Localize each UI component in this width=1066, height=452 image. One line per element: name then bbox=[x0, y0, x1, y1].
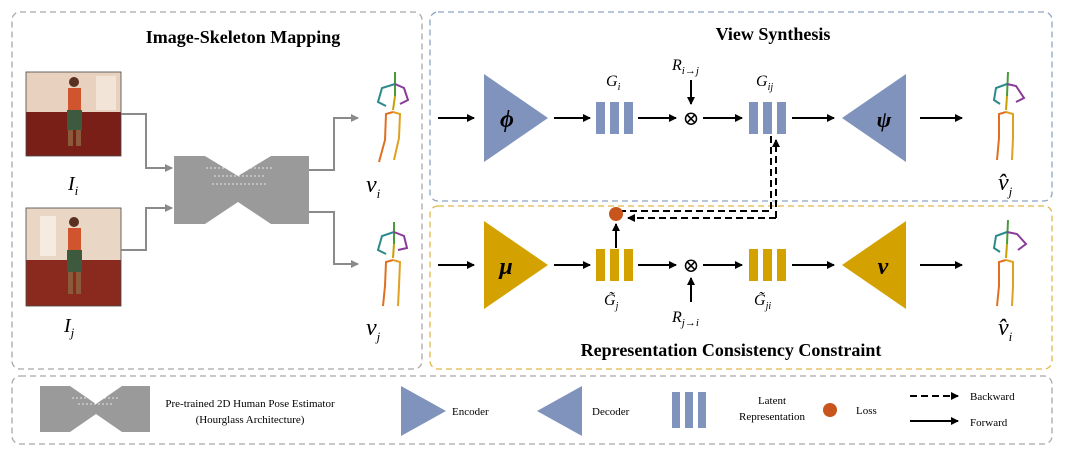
legend-latent-icon bbox=[672, 392, 706, 428]
skeleton-v-i bbox=[376, 72, 410, 163]
legend-decoder-label: Decoder bbox=[592, 406, 630, 418]
legend-decoder-icon bbox=[537, 386, 582, 436]
legend-latent-line2: Representation bbox=[739, 411, 805, 423]
label-v-i: vi bbox=[366, 172, 381, 201]
legend-encoder-label: Encoder bbox=[452, 406, 489, 418]
encoder-phi bbox=[484, 74, 548, 162]
label-g-tilde-ji: G̃ji bbox=[754, 291, 771, 312]
legend-encoder-icon bbox=[401, 386, 446, 436]
skeleton-v-j bbox=[376, 222, 409, 307]
label-vhat-j: v̂j bbox=[998, 170, 1013, 199]
legend-latent-line1: Latent bbox=[758, 395, 786, 407]
label-vhat-i: v̂i bbox=[998, 315, 1013, 344]
loss-dot bbox=[609, 207, 623, 221]
decoder-nu bbox=[842, 221, 906, 309]
mapping-title: Image-Skeleton Mapping bbox=[146, 27, 341, 47]
legend-forward-label: Forward bbox=[970, 417, 1008, 429]
legend-hourglass-line1: Pre-trained 2D Human Pose Estimator bbox=[165, 398, 335, 410]
skeleton-vhat-j bbox=[992, 71, 1026, 161]
label-image-j: Ij bbox=[63, 315, 75, 340]
arrow-hourglass-to-vj bbox=[309, 211, 359, 268]
label-v-j: vj bbox=[366, 315, 381, 344]
legend-backward-label: Backward bbox=[970, 391, 1015, 403]
arrow-img-j-to-hourglass bbox=[121, 204, 173, 251]
arrow-hourglass-to-vi bbox=[309, 114, 359, 171]
arrow-img-i-to-hourglass bbox=[121, 113, 173, 172]
encoder-mu-symbol: μ bbox=[497, 254, 512, 280]
latent-g-tilde-j bbox=[596, 249, 633, 281]
panel-legend bbox=[11, 375, 1053, 445]
legend-loss-icon bbox=[823, 403, 837, 417]
encoder-phi-symbol: ϕ bbox=[500, 107, 514, 133]
decoder-psi bbox=[842, 74, 906, 162]
op-vs: ⊗ bbox=[683, 108, 700, 130]
label-r-ij: Ri→j bbox=[671, 57, 699, 77]
legend-hourglass-line2: (Hourglass Architecture) bbox=[196, 414, 305, 426]
skeleton-vhat-i bbox=[992, 219, 1028, 307]
hourglass-estimator bbox=[174, 156, 309, 224]
input-image-j bbox=[25, 207, 122, 307]
op-rcc: ⊗ bbox=[683, 255, 700, 277]
label-r-ji: Rj→i bbox=[671, 309, 699, 329]
label-g-i: Gi bbox=[606, 73, 621, 93]
latent-g-ij bbox=[749, 102, 786, 134]
legend-hourglass-shape bbox=[40, 386, 150, 432]
rcc-title: Representation Consistency Constraint bbox=[581, 340, 882, 360]
panel-view-synthesis bbox=[429, 11, 1053, 202]
backward-path-inner bbox=[622, 136, 772, 212]
decoder-psi-symbol: ψ bbox=[877, 107, 892, 132]
decoder-nu-symbol: ν bbox=[878, 254, 889, 280]
legend-loss-label: Loss bbox=[856, 405, 877, 417]
panel-rcc bbox=[429, 205, 1053, 370]
label-g-tilde-j: G̃j bbox=[604, 291, 619, 312]
label-image-i: Ii bbox=[67, 173, 79, 198]
encoder-mu bbox=[484, 221, 548, 309]
view-synthesis-title: View Synthesis bbox=[716, 24, 831, 44]
latent-g-i bbox=[596, 102, 633, 134]
input-image-i bbox=[25, 71, 122, 157]
label-g-ij: Gij bbox=[756, 73, 773, 93]
latent-g-tilde-ji bbox=[749, 249, 786, 281]
